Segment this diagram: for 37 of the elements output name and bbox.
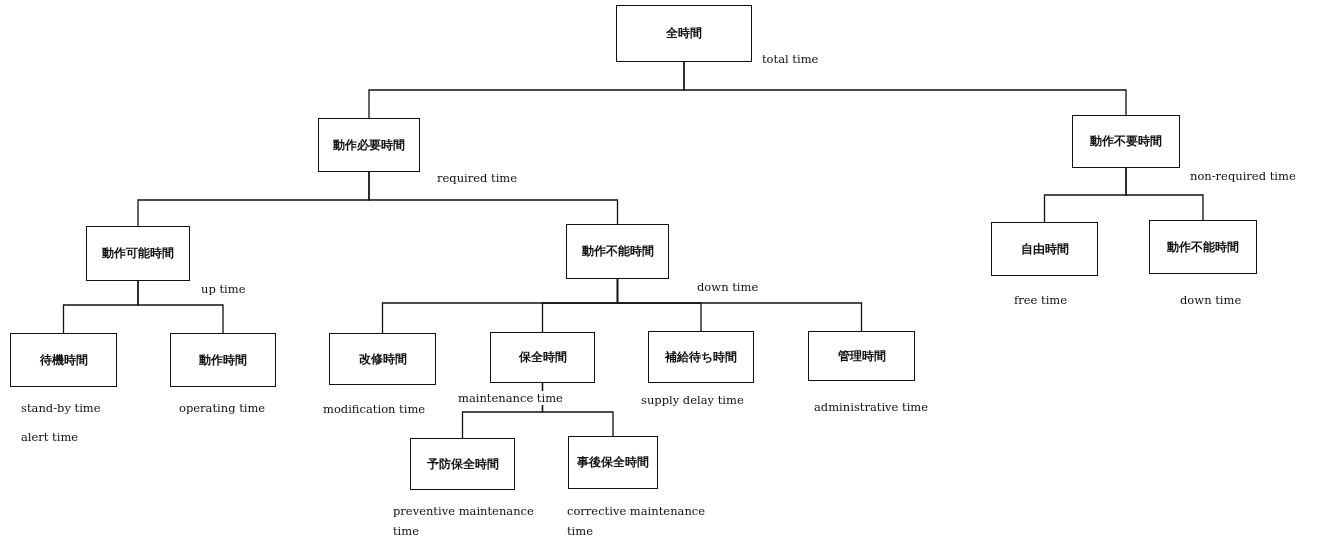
english-caption: modification time [323, 402, 426, 416]
english-caption: up time [201, 282, 246, 296]
term-label: 予防保全時間 [426, 455, 499, 473]
english-caption: preventive maintenance time [393, 503, 535, 540]
connector-line [368, 171, 619, 225]
english-caption: required time [437, 171, 518, 185]
english-caption: non-required time [1190, 169, 1296, 183]
term-label: 動作可能時間 [102, 245, 174, 262]
connector-line [616, 278, 863, 332]
term-label: 自由時間 [1020, 240, 1069, 258]
english-caption: down time [697, 280, 759, 294]
term-label: 管理時間 [837, 347, 886, 365]
term-label: 動作不能時間 [581, 243, 654, 260]
english-caption: alert time [21, 430, 79, 444]
english-caption: down time [1180, 293, 1242, 307]
term-label: 動作不要時間 [1090, 133, 1162, 150]
english-caption: administrative time [814, 400, 929, 414]
english-caption: operating time [179, 401, 266, 415]
english-caption: free time [1014, 293, 1068, 307]
term-label: 事後保全時間 [577, 454, 649, 471]
english-caption: corrective maintenance time [567, 503, 707, 540]
term-label: 動作必要時間 [333, 136, 405, 154]
term-label: 保全時間 [518, 349, 567, 366]
english-caption: stand-by time [21, 401, 101, 415]
term-label: 全時間 [666, 25, 702, 42]
term-label: 補給待ち時間 [665, 348, 737, 366]
english-caption: maintenance time [456, 391, 565, 405]
connector-line [683, 61, 1127, 116]
connector-line [541, 382, 614, 437]
term-label: 改修時間 [358, 350, 407, 368]
english-caption: supply delay time [641, 393, 744, 407]
term-label: 動作時間 [199, 351, 247, 369]
connector-line [1125, 167, 1204, 221]
english-caption: total time [762, 52, 819, 66]
connector-line [137, 280, 224, 334]
term-label: 動作不能時間 [1167, 238, 1239, 256]
term-label: 待機時間 [39, 351, 88, 369]
